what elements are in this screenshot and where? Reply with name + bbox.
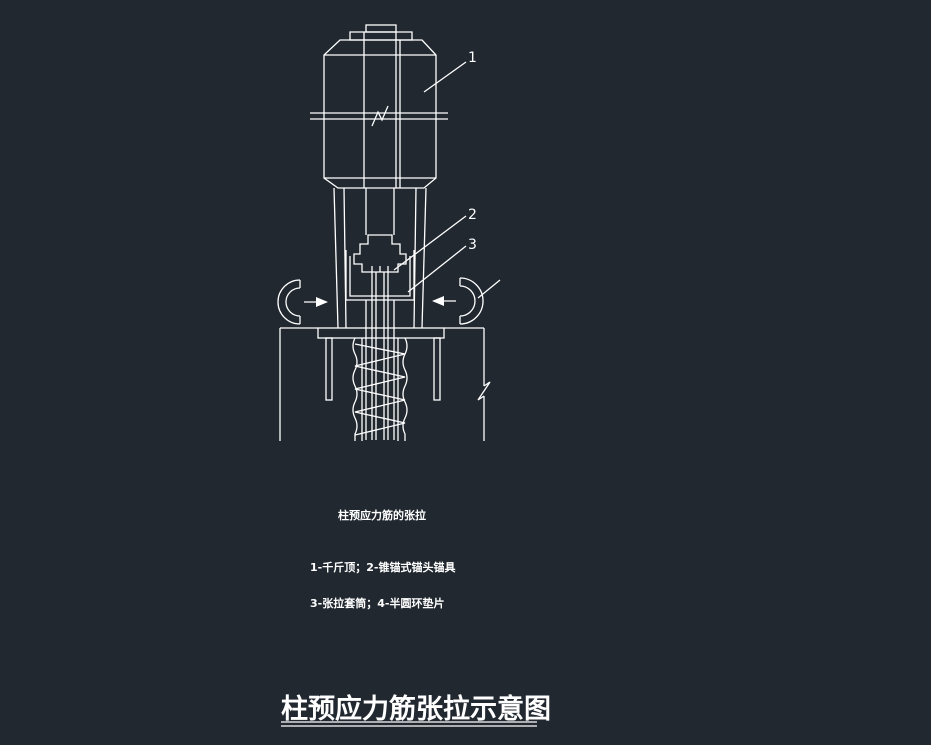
anchor-head [353,234,407,273]
half-ring-washer-left [277,279,328,325]
callout-1: 1 [468,50,477,66]
prestress-tendons [365,272,395,440]
callout-3: 3 [468,237,477,253]
duct-spiral [352,337,408,441]
legend-line-2: 3-张拉套筒；4-半圆环垫片 [310,596,444,610]
half-ring-washer-right [432,277,501,325]
leader-lines [393,61,467,293]
column-body [279,327,491,441]
tension-sleeve [345,250,415,301]
jack-body [310,24,448,189]
jack-support-legs [333,187,427,329]
bearing-plate [317,327,445,401]
drawing-title: 柱预应力筋张拉示意图 [281,693,551,725]
caption-heading: 柱预应力筋的张拉 [338,508,426,522]
callout-2: 2 [468,207,477,223]
legend-line-1: 1-千斤顶；2-锥锚式锚头锚具 [310,560,455,574]
